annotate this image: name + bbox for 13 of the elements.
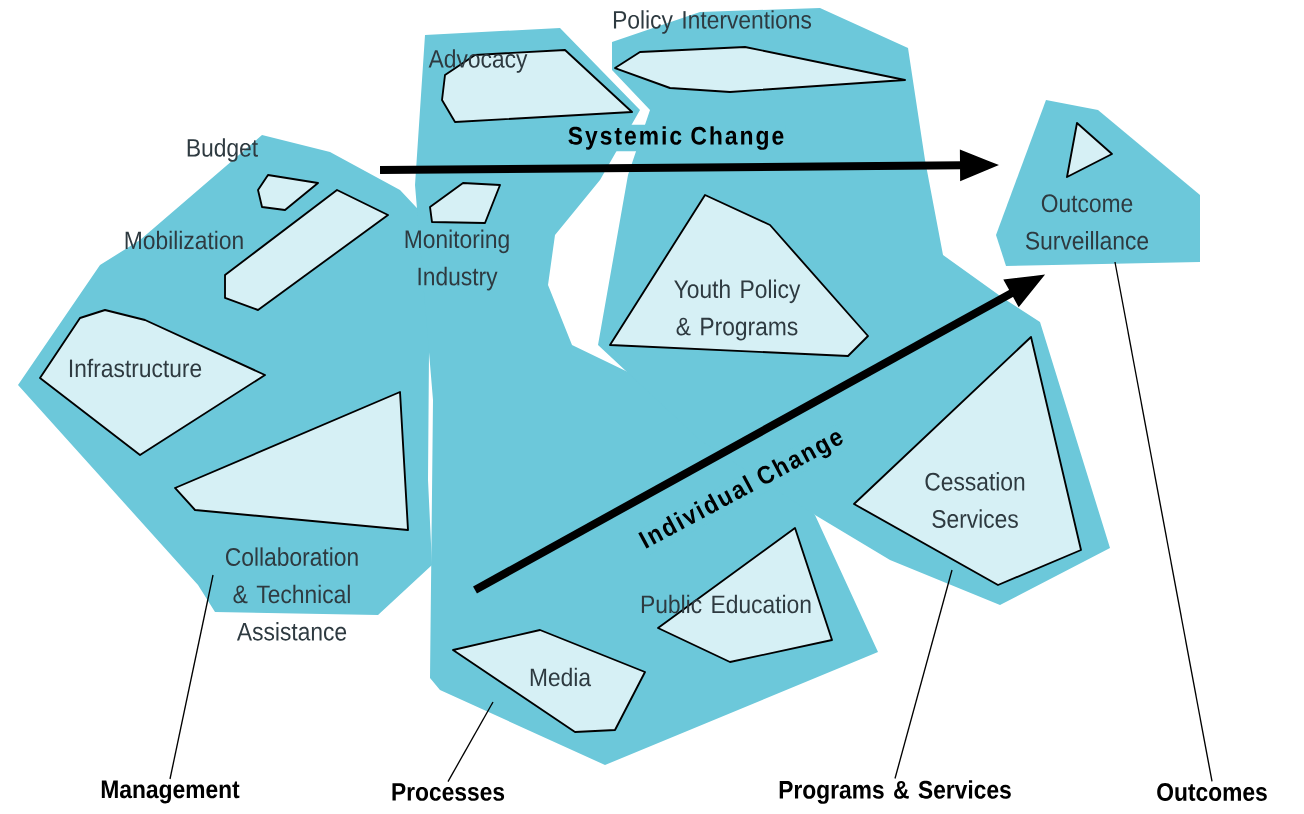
category-label: Processes <box>392 783 505 801</box>
node-label: Policy Interventions <box>613 10 812 34</box>
leader-line <box>1114 261 1213 783</box>
edge-label: Systemic Change <box>566 124 786 152</box>
category-label: Management <box>101 780 240 804</box>
category-label: Programs & Services <box>779 780 1011 804</box>
node-label: Monitoring Industry <box>405 229 509 291</box>
node-label: Outcome Surveillance <box>1025 194 1149 250</box>
leader-line <box>447 701 494 783</box>
category-label: Outcomes <box>1157 783 1267 801</box>
leader-line <box>894 569 953 780</box>
node-label: Collaboration & Technical Assistance <box>225 547 358 641</box>
leader-line <box>169 574 214 780</box>
